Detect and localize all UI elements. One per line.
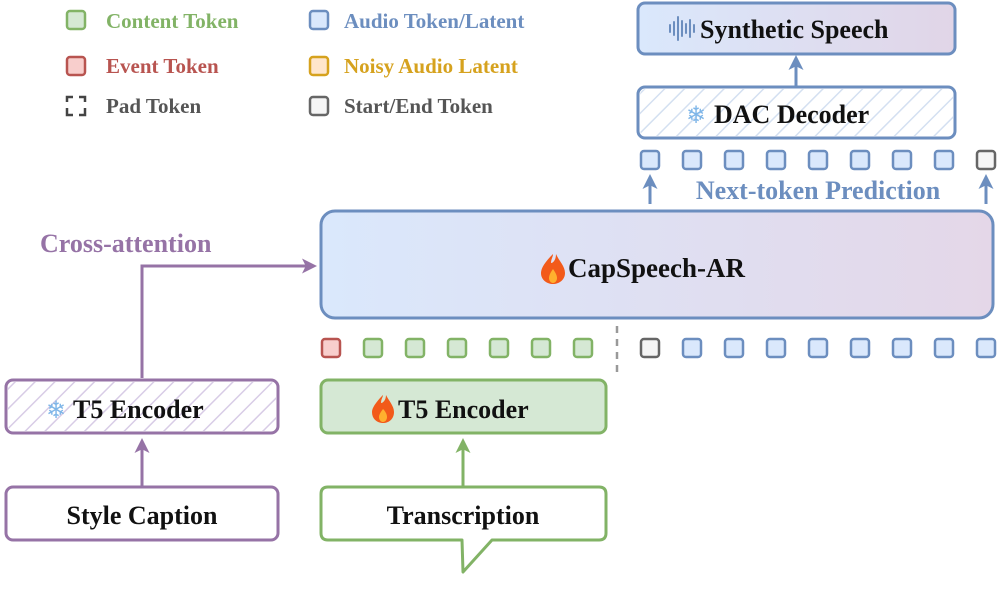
cross-attention-label: Cross-attention xyxy=(40,229,212,258)
style-caption-box: Style Caption xyxy=(4,485,280,542)
output-token-row xyxy=(639,149,997,171)
legend-noisy-label: Noisy Audio Latent xyxy=(344,54,518,78)
input-audio-token xyxy=(807,337,829,359)
legend: Content Token Event Token Pad Token Audi… xyxy=(65,9,524,118)
legend-start-end-swatch xyxy=(308,95,330,117)
input-audio-token xyxy=(723,337,745,359)
legend-content-swatch xyxy=(65,9,87,31)
input-start-token xyxy=(639,337,661,359)
style-caption-label: Style Caption xyxy=(67,501,219,530)
input-audio-token xyxy=(765,337,787,359)
input-content-token xyxy=(488,337,510,359)
output-audio-token xyxy=(639,149,661,171)
output-audio-token xyxy=(849,149,871,171)
input-content-token xyxy=(530,337,552,359)
input-audio-token xyxy=(681,337,703,359)
output-end-token xyxy=(975,149,997,171)
dac-decoder-label: DAC Decoder xyxy=(714,100,869,129)
output-audio-token xyxy=(933,149,955,171)
snowflake-icon: ❄ xyxy=(46,398,66,424)
output-audio-token xyxy=(681,149,703,171)
arrow-cross-attention xyxy=(140,258,317,378)
input-audio-token xyxy=(933,337,955,359)
legend-noisy-swatch xyxy=(308,55,330,77)
output-audio-token xyxy=(807,149,829,171)
output-audio-token xyxy=(765,149,787,171)
legend-audio-label: Audio Token/Latent xyxy=(344,9,524,33)
input-content-token xyxy=(572,337,594,359)
t5-encoder-trainable-box: T5 Encoder xyxy=(319,378,608,435)
input-audio-token xyxy=(891,337,913,359)
t5-encoder-trainable-label: T5 Encoder xyxy=(398,395,529,424)
input-content-token xyxy=(404,337,426,359)
next-token-prediction-label: Next-token Prediction xyxy=(696,176,941,205)
snowflake-icon: ❄ xyxy=(686,103,706,129)
legend-content-label: Content Token xyxy=(106,9,239,33)
dac-decoder-box: ❄ DAC Decoder xyxy=(636,85,957,140)
capspeech-ar-box: CapSpeech-AR xyxy=(319,209,995,320)
input-audio-token xyxy=(849,337,871,359)
synthetic-speech-label: Synthetic Speech xyxy=(700,15,889,44)
transcription-box: Transcription xyxy=(319,485,608,574)
input-event-token xyxy=(320,337,342,359)
fire-icon xyxy=(541,254,565,284)
t5-encoder-frozen-label: T5 Encoder xyxy=(73,395,204,424)
legend-pad-swatch xyxy=(65,95,87,117)
waveform-icon xyxy=(669,16,695,41)
capspeech-ar-label: CapSpeech-AR xyxy=(568,253,746,283)
input-content-token xyxy=(446,337,468,359)
input-token-row xyxy=(320,326,997,378)
legend-event-label: Event Token xyxy=(106,54,219,78)
transcription-label: Transcription xyxy=(387,501,540,530)
legend-pad-label: Pad Token xyxy=(106,94,201,118)
fire-icon xyxy=(372,395,394,423)
synthetic-speech-box: Synthetic Speech xyxy=(636,1,957,56)
legend-start-end-label: Start/End Token xyxy=(344,94,493,118)
legend-audio-swatch xyxy=(308,9,330,31)
input-content-token xyxy=(362,337,384,359)
legend-event-swatch xyxy=(65,55,87,77)
output-audio-token xyxy=(723,149,745,171)
output-audio-token xyxy=(891,149,913,171)
t5-encoder-frozen-box: ❄ T5 Encoder xyxy=(4,378,280,435)
input-audio-token xyxy=(975,337,997,359)
